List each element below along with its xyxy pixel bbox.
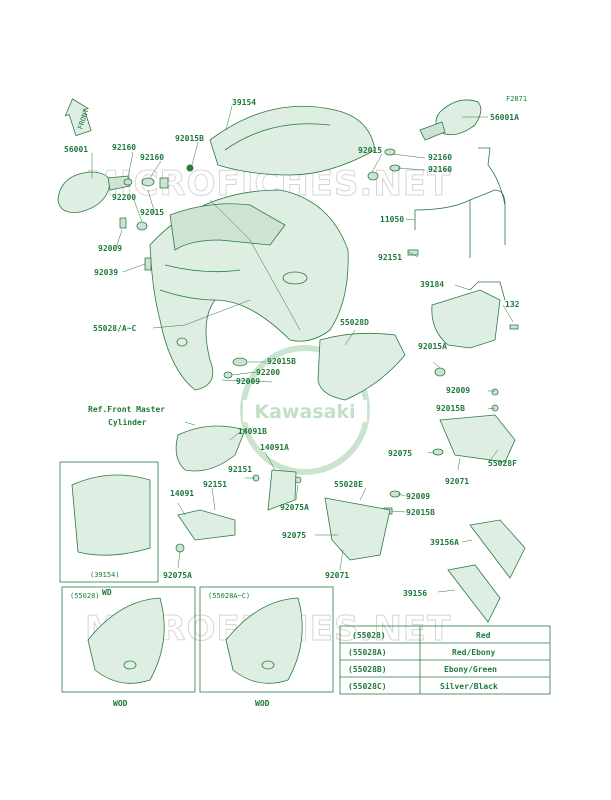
label-92015B-b: 92015B [267, 357, 296, 366]
brand-text: Kawasaki [254, 401, 355, 423]
leader-lines [91, 105, 514, 593]
bracket-39184-part[interactable] [431, 289, 501, 349]
label-39156A: 39156A [430, 538, 459, 547]
label-92160-c: 92160 [428, 153, 452, 162]
inset-windshield: (39154) WD [59, 461, 159, 597]
cover-55028D-part[interactable] [317, 332, 406, 401]
label-55028AC: 55028/A~C [93, 324, 137, 333]
label-39154: 39154 [232, 98, 256, 107]
label-92075A-a: 92075A [280, 503, 309, 512]
label-92039: 92039 [94, 268, 118, 277]
diagram-code: F2871 [506, 95, 527, 103]
color-row-2-code: (55028A) [348, 648, 387, 657]
label-55028E: 55028E [334, 480, 363, 489]
cover-14091-part[interactable] [177, 509, 236, 541]
label-92151-b: 92151 [228, 465, 252, 474]
label-92015B-c: 92015B [436, 404, 465, 413]
color-table: (55028) Red (55028A) Red/Ebony (55028B) … [339, 625, 551, 695]
color-row-4-color: Silver/Black [440, 681, 498, 691]
color-row-4-code: (55028C) [348, 682, 387, 691]
ref-note-line1: Ref.Front Master [88, 405, 165, 414]
label-92015-a: 92015 [358, 146, 382, 155]
brand-logo: Kawasaki [240, 345, 370, 475]
label-92009-d: 92009 [406, 492, 430, 501]
mirror-left-part[interactable] [57, 171, 131, 213]
label-92009-b: 92009 [236, 377, 260, 386]
color-row-1-code: (55028) [352, 631, 386, 640]
label-92015A: 92015A [418, 342, 447, 351]
label-14091B: 14091B [238, 427, 267, 436]
label-56001A: 56001A [490, 113, 519, 122]
mirror-right-part[interactable] [419, 99, 482, 141]
label-92015B-d: 92015B [406, 508, 435, 517]
label-92151-c: 92151 [203, 480, 227, 489]
color-row-2-color: Red/Ebony [452, 648, 496, 657]
label-92075-b: 92075 [282, 531, 306, 540]
label-92015-b: 92015 [140, 208, 164, 217]
inset-left: (55028) WOD [61, 586, 196, 708]
label-92151-a: 92151 [378, 253, 402, 262]
inset-windshield-part: (39154) [90, 571, 120, 579]
label-92009-a: 92009 [98, 244, 122, 253]
front-arrow-icon: FRONT [64, 98, 92, 137]
inset-right-part: (55028A~C) [208, 592, 250, 600]
label-92160-a: 92160 [112, 143, 136, 152]
inset-right: (55028A~C) WOD [199, 586, 334, 708]
label-92015B-a: 92015B [175, 134, 204, 143]
label-92071-b: 92071 [325, 571, 349, 580]
ref-note-line2: Cylinder [108, 417, 147, 427]
label-55028D: 55028D [340, 318, 369, 327]
cover-55028E-part[interactable] [324, 497, 391, 561]
inset-left-part: (55028) [70, 592, 100, 600]
label-56001: 56001 [64, 145, 88, 154]
label-14091A: 14091A [260, 443, 289, 452]
windshield-part[interactable] [209, 105, 376, 176]
label-92160-b: 92160 [140, 153, 164, 162]
label-132: 132 [505, 300, 520, 309]
inset-right-caption: WOD [255, 699, 270, 708]
label-92200-b: 92200 [256, 368, 280, 377]
label-39156: 39156 [403, 589, 427, 598]
color-row-3-color: Ebony/Green [444, 665, 497, 674]
cover-55028F-part[interactable] [439, 414, 516, 463]
part-labels: 39154 56001A 56001 92160 92160 92015B 92… [64, 98, 520, 598]
label-14091: 14091 [170, 489, 194, 498]
pad-39156A-part[interactable] [469, 519, 526, 579]
color-row-3-code: (55028B) [348, 665, 387, 674]
cover-14091A-part[interactable] [267, 469, 297, 511]
pad-39156-part[interactable] [447, 564, 501, 623]
inset-windshield-caption: WD [102, 588, 112, 597]
color-row-1-color: Red [476, 631, 491, 640]
label-92071-a: 92071 [445, 477, 469, 486]
inset-left-caption: WOD [113, 699, 128, 708]
label-92200-a: 92200 [112, 193, 136, 202]
cover-14091B-part[interactable] [175, 425, 246, 472]
label-92075A-b: 92075A [163, 571, 192, 580]
label-55028F: 55028F [488, 459, 517, 468]
label-39184: 39184 [420, 280, 444, 289]
label-92009-c: 92009 [446, 386, 470, 395]
label-92160-d: 92160 [428, 165, 452, 174]
label-92075-a: 92075 [388, 449, 412, 458]
label-11050: 11050 [380, 215, 404, 224]
